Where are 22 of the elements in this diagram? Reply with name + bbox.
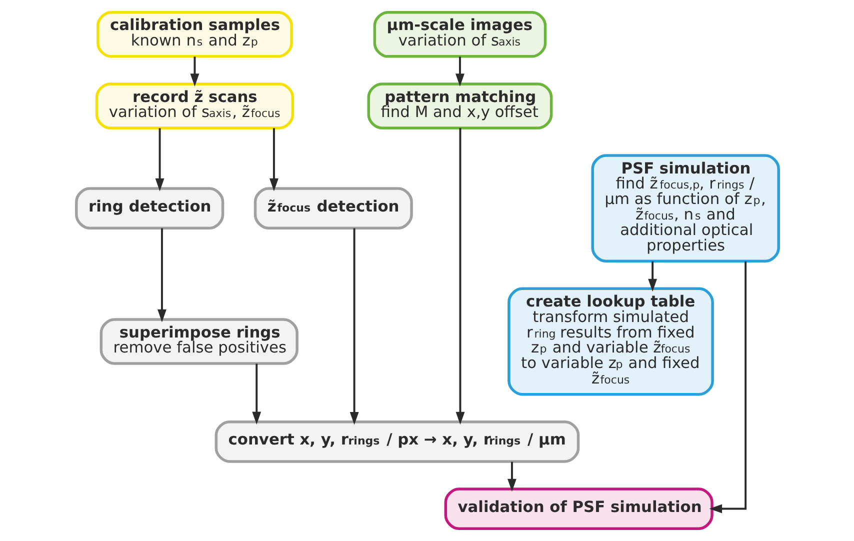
node-box: calibration samples known ns and zp (96, 11, 292, 58)
node-box: record z̃ scans variation of saxis, z̃focus (94, 82, 294, 130)
node-box: PSF simulation find z̃focus,p, rrings / µm as function of zp, z̃focus, ns and additional optical properties (590, 154, 780, 263)
arrow (455, 128, 464, 425)
node-box: µm-scale images variation of saxis (372, 11, 546, 58)
node-box: convert x, y, rrings / px → x, y, rrings / µm (214, 420, 580, 463)
arrow (190, 56, 199, 86)
arrow (157, 228, 166, 322)
arrow (507, 462, 516, 492)
arrow (154, 128, 164, 192)
arrow (349, 228, 358, 425)
arrow (648, 261, 657, 292)
arrow (268, 128, 278, 192)
arrow (454, 56, 464, 86)
node-box: z̃focus detection (253, 187, 412, 230)
node-box: superimpose rings remove false positives (99, 318, 298, 365)
node-box: create lookup table transform simulated rring results from fixed zp and variable z̃focus to variable zp and fixed z̃focus (507, 287, 714, 396)
node-box: pattern matching find M and x,y offset (366, 82, 552, 130)
arrow (252, 364, 261, 425)
node-box: ring detection (74, 187, 224, 230)
arrow (708, 261, 746, 514)
node-box: validation of PSF simulation (444, 488, 713, 530)
